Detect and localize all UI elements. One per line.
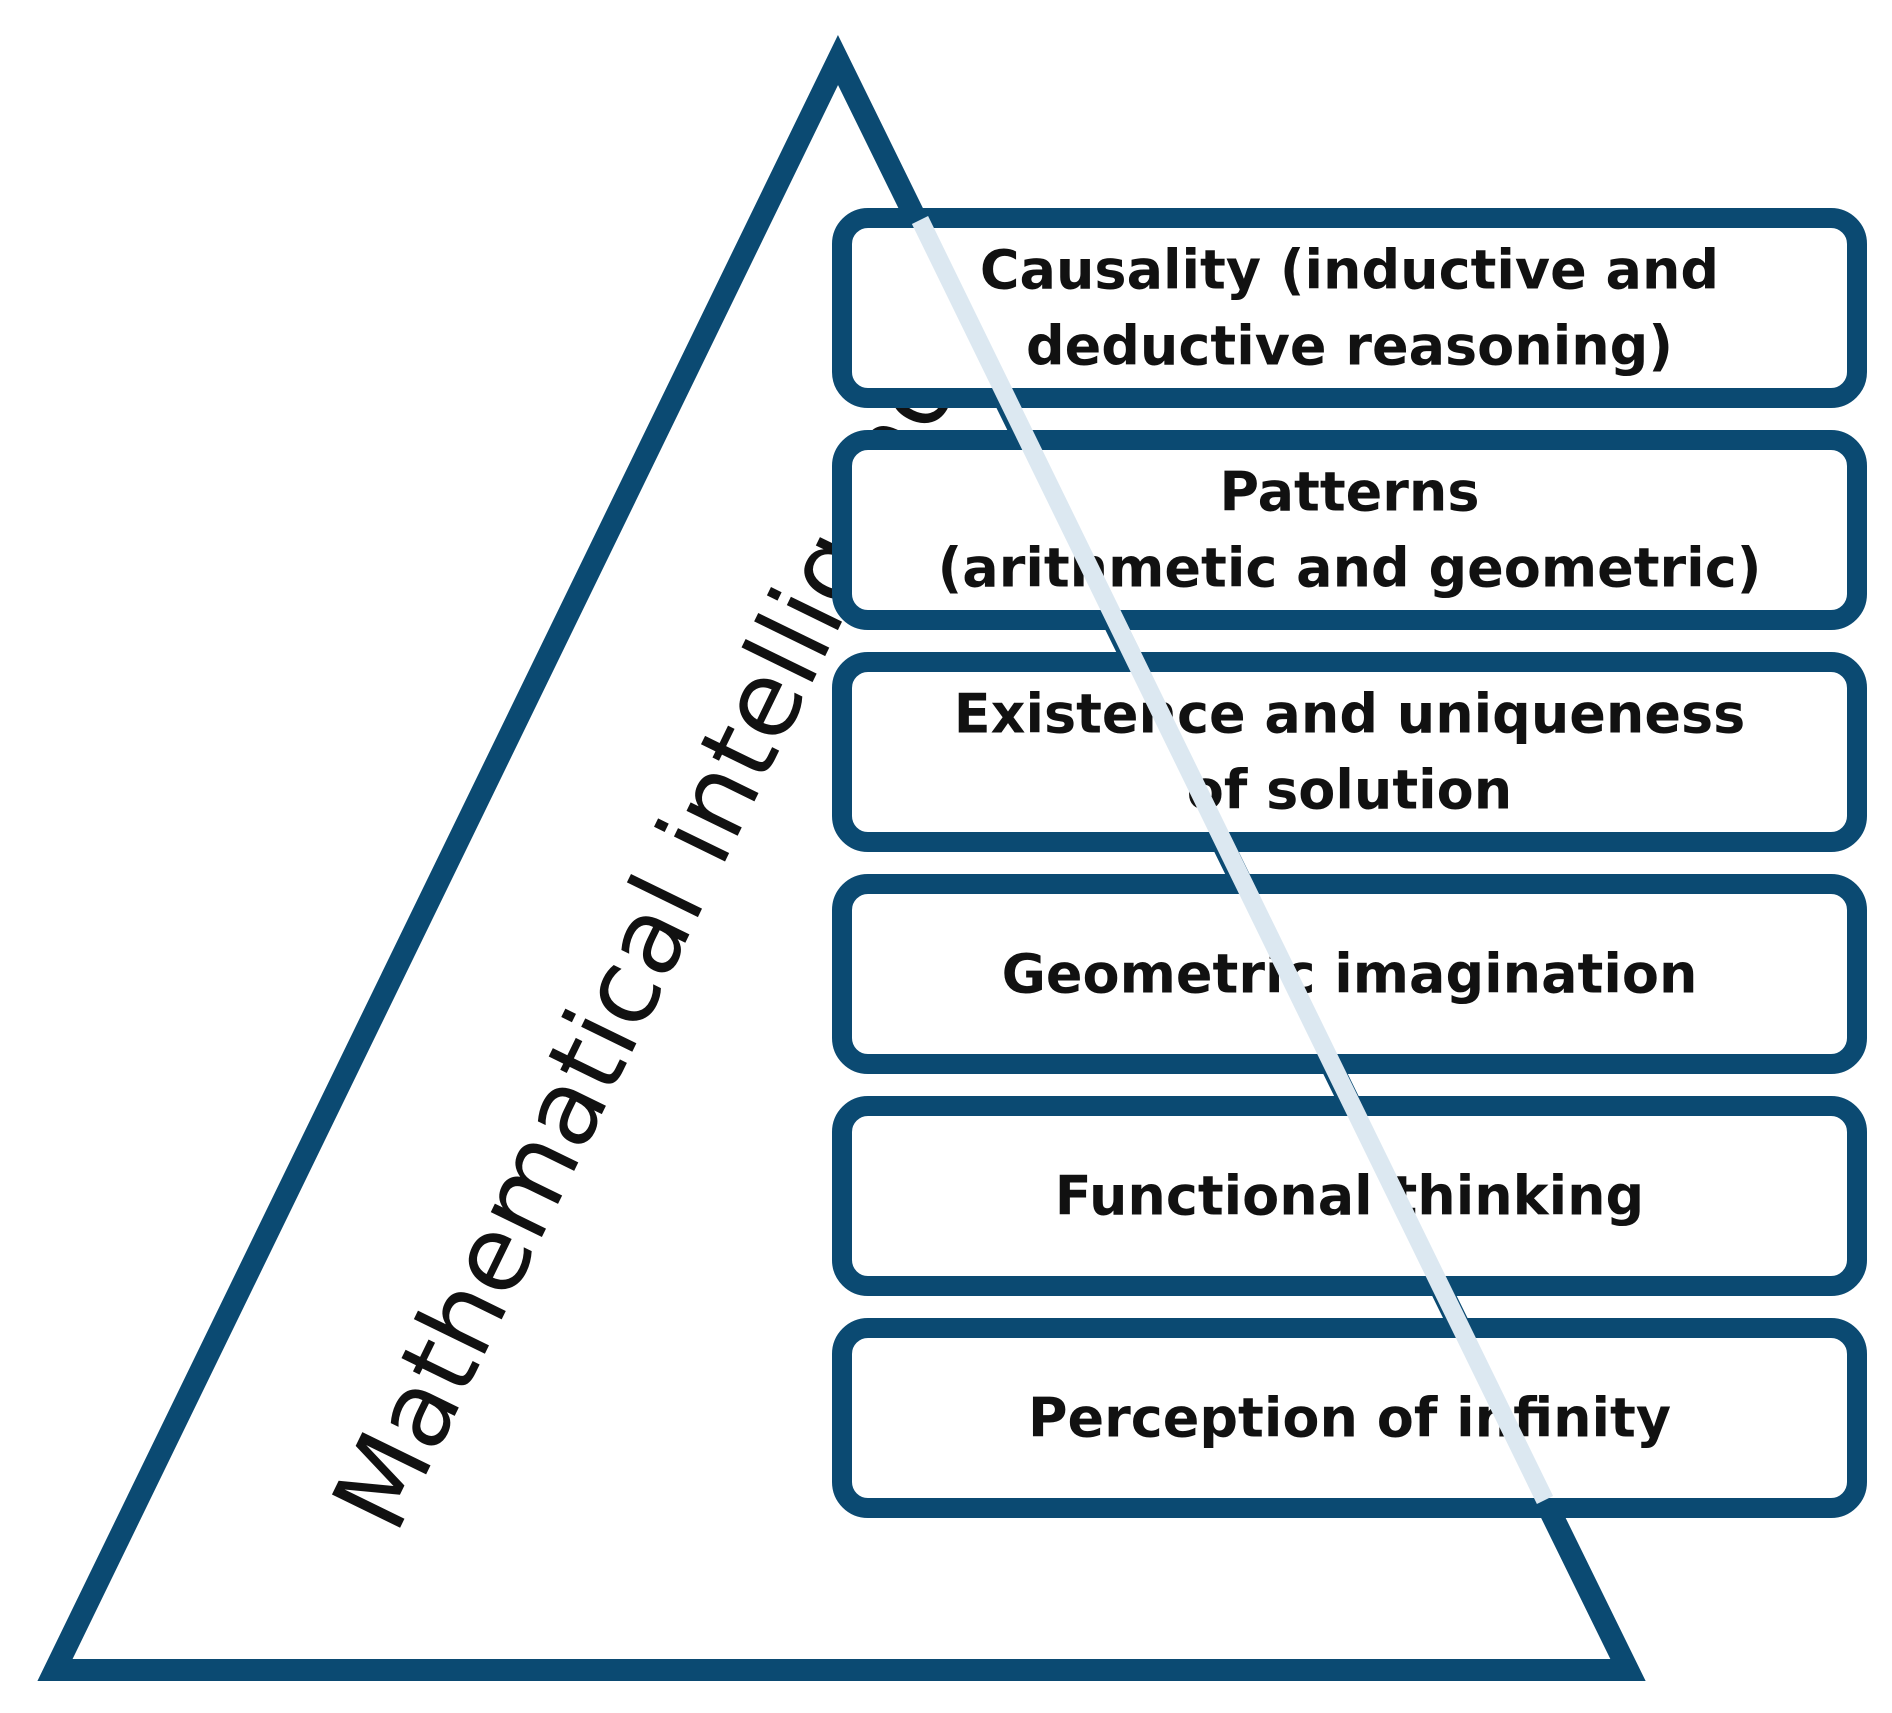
level-boxes: Causality (inductive and deductive reason… <box>832 208 1867 1518</box>
level-6-label-line-1: Perception of infinity <box>1028 1387 1671 1450</box>
level-2-label-line-1: Patterns <box>1219 461 1479 524</box>
pyramid-edge-highlight <box>911 216 1554 1504</box>
level-3-label-line-1: Existence and uniqueness <box>954 683 1746 746</box>
level-4-label-line-1: Geometric imagination <box>1002 943 1698 1006</box>
level-box-6 <box>832 1318 1867 1518</box>
level-2-label-line-2: (arithmetic and geometric) <box>938 537 1762 600</box>
level-box-4 <box>832 874 1867 1074</box>
level-box-1 <box>832 208 1867 408</box>
level-3-label-line-2: of solution <box>1187 759 1512 822</box>
level-5-label-line-1: Functional thinking <box>1055 1165 1644 1228</box>
level-box-3 <box>832 652 1867 852</box>
level-1-label-line-1: Causality (inductive and <box>980 239 1719 302</box>
level-1-label-line-2: deductive reasoning) <box>1026 315 1673 378</box>
